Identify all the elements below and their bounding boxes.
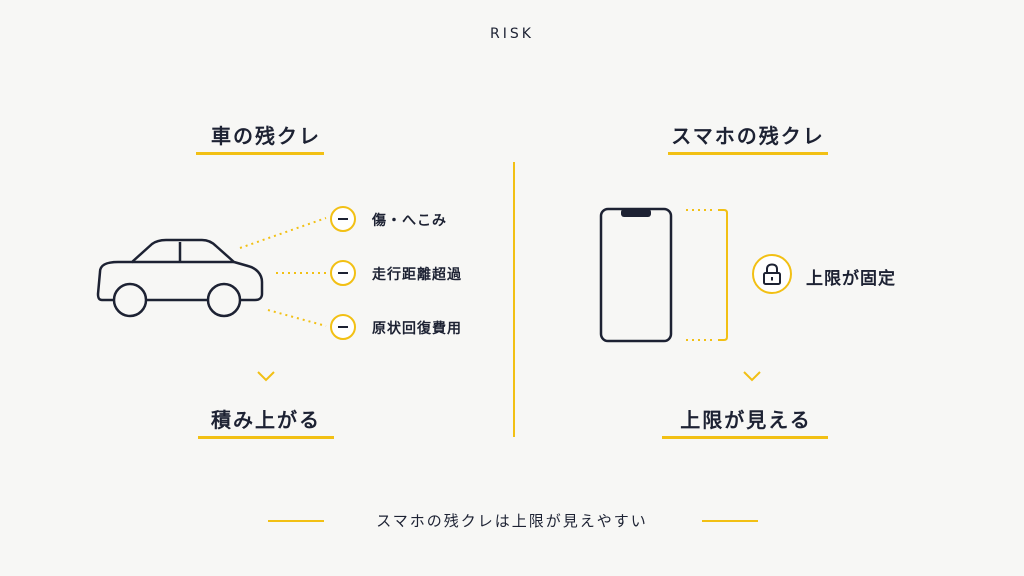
item-label: 走行距離超過 [372, 267, 462, 283]
column-divider [513, 162, 515, 437]
car-icon [96, 238, 264, 318]
right-title: スマホの残クレ [671, 124, 825, 148]
lock-badge [752, 254, 792, 294]
right-title-underline [668, 152, 828, 155]
connector-lines [239, 217, 327, 327]
right-result: 上限が見える [680, 408, 812, 432]
footer-line-right [702, 520, 758, 522]
footer-caption: スマホの残クレは上限が見えやすい [376, 512, 648, 530]
lock-label: 上限が固定 [806, 269, 896, 289]
chevron-down-icon [743, 371, 761, 382]
right-result-underline [662, 436, 828, 439]
chevron-down-icon [257, 371, 275, 382]
lock-icon [763, 263, 781, 285]
left-result-underline [198, 436, 334, 439]
smartphone-icon [599, 207, 673, 343]
footer-line-left [268, 520, 324, 522]
left-result: 積み上がる [211, 408, 321, 432]
left-title-underline [196, 152, 324, 155]
left-title: 車の残クレ [211, 124, 321, 148]
minus-icon [330, 206, 356, 232]
section-label: RISK [490, 26, 534, 42]
item-label: 原状回復費用 [372, 321, 462, 337]
item-label: 傷・へこみ [372, 213, 447, 229]
range-bracket [686, 209, 728, 341]
minus-icon [330, 260, 356, 286]
minus-icon [330, 314, 356, 340]
